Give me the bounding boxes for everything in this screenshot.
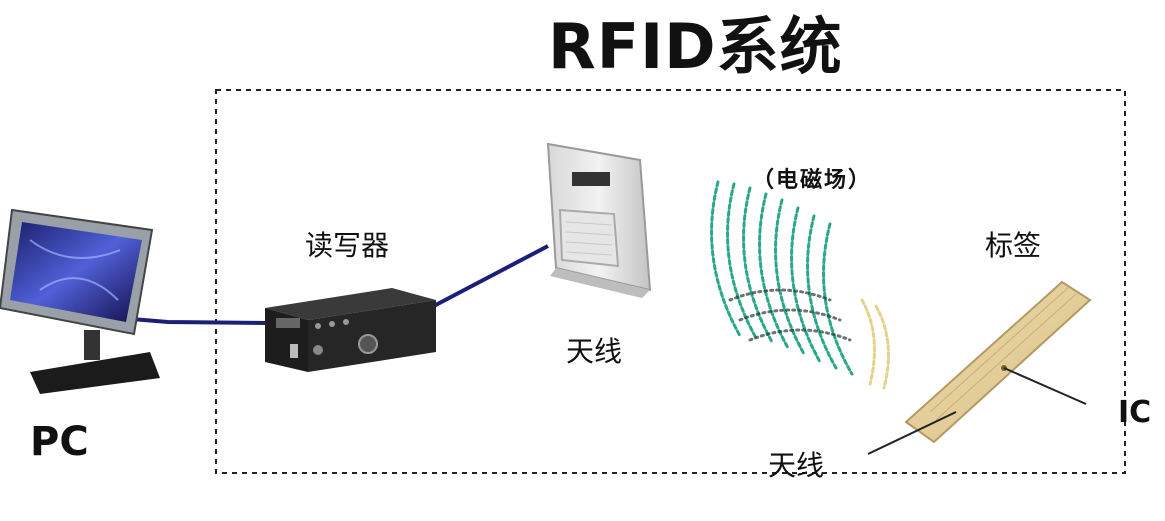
pc-reader-cable <box>119 316 269 325</box>
reader-antenna-icon <box>546 142 652 298</box>
field-label: （电磁场） <box>752 168 873 193</box>
reader-label: 读写器 <box>305 229 390 262</box>
reader-device-icon <box>265 288 436 372</box>
tag-antenna-label: 天线 <box>768 449 825 482</box>
ic-leader-line <box>1003 367 1087 405</box>
reader-antenna-cable <box>429 244 549 310</box>
pc-label: PC <box>30 419 89 465</box>
rfid-tag-icon <box>904 280 1092 444</box>
ic-label: IC <box>1118 395 1152 430</box>
tag-label: 标签 <box>985 229 1042 262</box>
pc-monitor-icon <box>0 208 160 394</box>
diagram-title: RFID系统 <box>548 10 843 83</box>
electromagnetic-field-icon <box>710 180 890 390</box>
system-boundary <box>215 89 1126 474</box>
tag-antenna-leader-line <box>867 411 957 455</box>
reader-antenna-label: 天线 <box>566 335 623 368</box>
